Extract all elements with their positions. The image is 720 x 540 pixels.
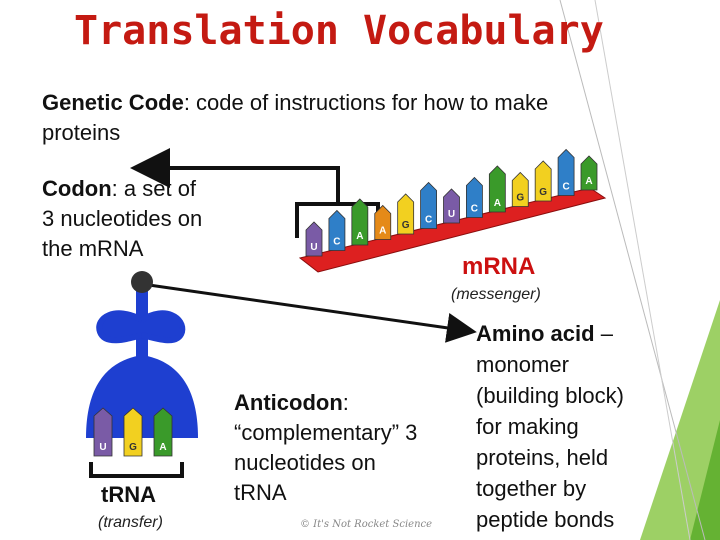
anticodon-text-3: nucleotides on bbox=[234, 450, 376, 475]
mrna-base-letter: C bbox=[471, 204, 478, 215]
anticodon-text-4: tRNA bbox=[234, 480, 287, 505]
mrna-base: C bbox=[328, 209, 346, 251]
mrna-base: U bbox=[443, 188, 460, 224]
amino-acid-text-3: (building block) bbox=[476, 383, 624, 408]
amino-acid-text-1: – bbox=[594, 321, 613, 346]
amino-acid-term: Amino acid bbox=[476, 321, 595, 346]
anticodon-bracket bbox=[89, 462, 184, 478]
mrna-base-letter: C bbox=[425, 215, 432, 226]
mrna-base: U bbox=[305, 221, 323, 257]
mrna-base: G bbox=[534, 160, 552, 202]
green-accent-shape bbox=[640, 300, 720, 540]
genetic-code-term: Genetic Code bbox=[42, 90, 184, 115]
mrna-base: A bbox=[351, 198, 369, 246]
mrna-base-letter: A bbox=[379, 226, 386, 237]
anticodon-term: Anticodon bbox=[234, 390, 343, 415]
mrna-base-letter: U bbox=[310, 242, 317, 253]
amino-acid-text-5: proteins, held bbox=[476, 445, 609, 470]
trna-loop-right bbox=[140, 310, 186, 344]
codon-text-2: 3 nucleotides on bbox=[42, 206, 203, 231]
codon-text-3: the mRNA bbox=[42, 236, 144, 261]
mrna-base-letter: C bbox=[562, 182, 569, 193]
mrna-base: C bbox=[557, 148, 575, 196]
mrna-base-letter: G bbox=[539, 187, 547, 198]
amino-acid-line bbox=[141, 282, 477, 343]
anticodon-definition: Anticodon: “complementary” 3 nucleotides… bbox=[234, 388, 464, 508]
trna-base-letter: U bbox=[99, 442, 106, 453]
genetic-code-definition: Genetic Code: code of instructions for h… bbox=[42, 88, 662, 148]
genetic-code-text-2: proteins bbox=[42, 120, 121, 145]
amino-acid-text-6: together by bbox=[476, 476, 587, 501]
trna-base: U bbox=[93, 407, 113, 457]
genetic-code-text: : code of instructions for how to make bbox=[183, 90, 549, 115]
trna-base: A bbox=[153, 407, 173, 457]
mrna-base-letter: G bbox=[516, 193, 524, 204]
amino-acid-text-2: monomer bbox=[476, 352, 569, 377]
trna-base-letter: A bbox=[159, 442, 166, 453]
codon-term: Codon bbox=[42, 176, 112, 201]
trna-loop-left bbox=[96, 310, 144, 344]
mrna-base: G bbox=[397, 193, 415, 235]
credit-watermark: © It's Not Rocket Science bbox=[300, 519, 433, 530]
mrna-base: A bbox=[374, 204, 392, 240]
amino-acid-definition: Amino acid – monomer (building block) fo… bbox=[476, 318, 716, 535]
mrna-base-letter: A bbox=[356, 231, 363, 242]
trna-base: G bbox=[123, 407, 143, 457]
trna-sublabel: (transfer) bbox=[98, 514, 163, 531]
mrna-base: G bbox=[511, 171, 529, 207]
amino-acid-bead bbox=[131, 271, 153, 293]
amino-acid-text-4: for making bbox=[476, 414, 579, 439]
mrna-base-letter: U bbox=[448, 209, 455, 220]
slide-title: Translation Vocabulary bbox=[74, 8, 604, 54]
amino-acid-text-7: peptide bonds bbox=[476, 507, 615, 532]
trna-base-letter: G bbox=[129, 442, 137, 453]
mrna-base-letter: A bbox=[494, 198, 501, 209]
mrna-base: C bbox=[420, 181, 437, 229]
anticodon-text-1: : bbox=[342, 390, 349, 415]
mrna-base: A bbox=[488, 165, 506, 213]
accent-line bbox=[559, 0, 706, 540]
mrna-sublabel: (messenger) bbox=[451, 286, 541, 303]
accent-line bbox=[594, 0, 691, 540]
green-accent-shape-2 bbox=[690, 420, 720, 540]
codon-definition: Codon: a set of 3 nucleotides on the mRN… bbox=[42, 174, 282, 264]
anticodon-text-2: “complementary” 3 bbox=[234, 420, 418, 445]
mrna-label: mRNA bbox=[462, 253, 536, 280]
codon-arrow bbox=[130, 148, 340, 204]
mrna-base: C bbox=[466, 176, 483, 218]
mrna-base-letter: A bbox=[585, 176, 592, 187]
mrna-base-letter: C bbox=[333, 237, 340, 248]
mrna-bases: U C A A G C U C A G G C A bbox=[305, 148, 598, 257]
mrna-base: A bbox=[580, 155, 598, 191]
trna-label: tRNA bbox=[101, 482, 156, 507]
mrna-base-letter: G bbox=[402, 220, 410, 231]
